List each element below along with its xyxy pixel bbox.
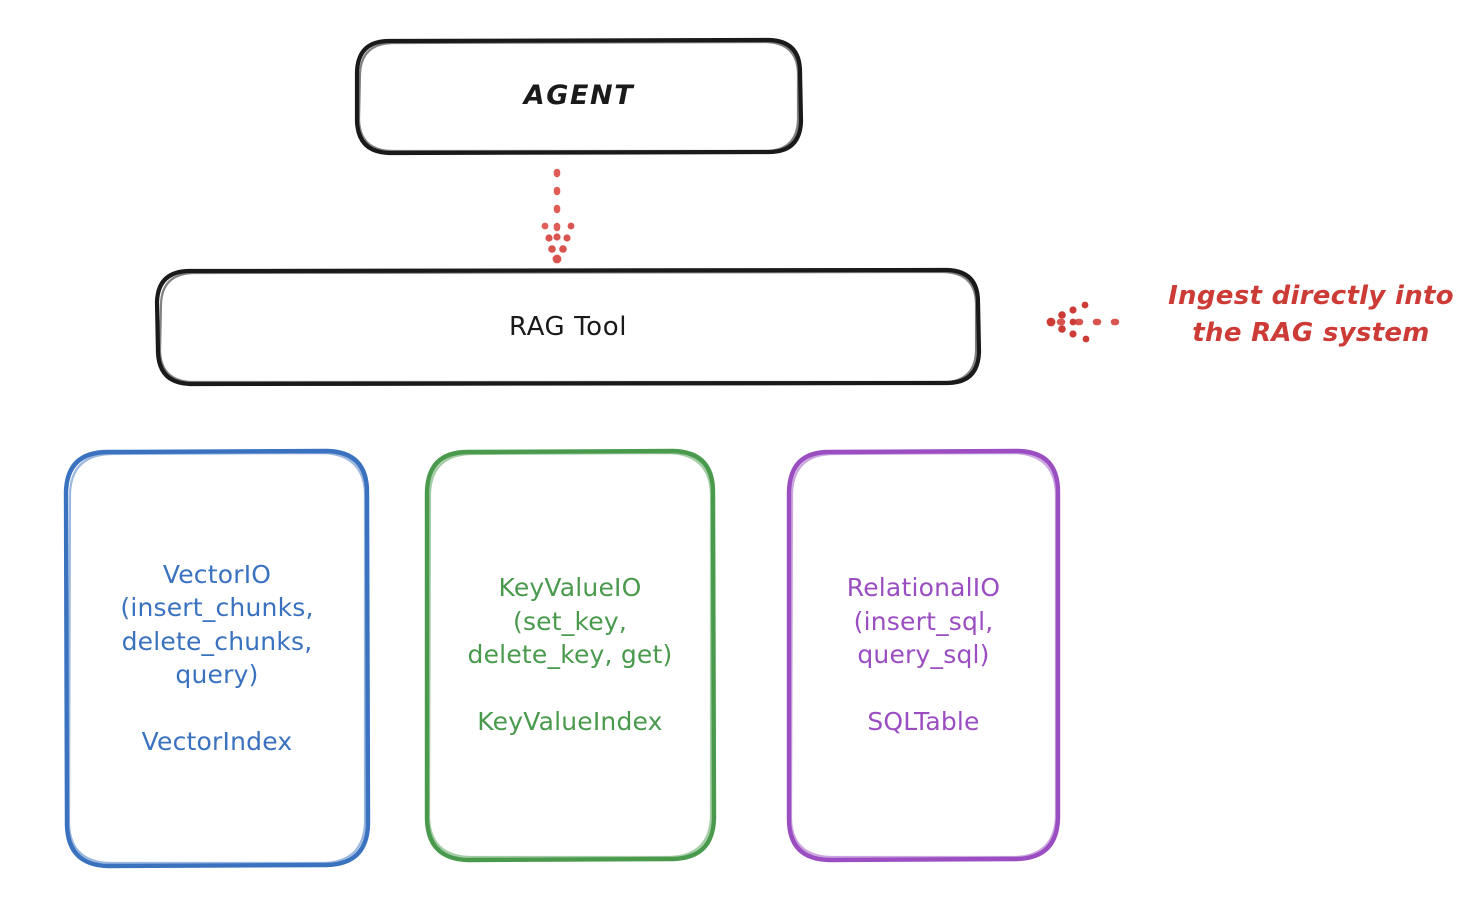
node-rag-tool-label: RAG Tool xyxy=(508,311,628,342)
ingest-to-rag-tool-connector xyxy=(1046,301,1135,343)
node-agent[interactable]: AGENT xyxy=(357,40,801,153)
agent-to-rag-tool-connector xyxy=(541,168,575,264)
node-vector-io-label: VectorIO (insert_chunks, delete_chunks, … xyxy=(120,559,314,757)
node-relational-io-label: RelationalIO (insert_sql, query_sql) SQL… xyxy=(846,573,1001,737)
node-key-value-io[interactable]: KeyValueIO (set_key, delete_key, get) Ke… xyxy=(427,450,713,860)
node-key-value-io-label: KeyValueIO (set_key, delete_key, get) Ke… xyxy=(467,573,673,737)
node-agent-label: AGENT xyxy=(523,80,635,112)
node-rag-tool[interactable]: RAG Tool xyxy=(157,270,979,384)
annotation-ingest: Ingest directly into the RAG system xyxy=(1168,281,1454,348)
node-relational-io[interactable]: RelationalIO (insert_sql, query_sql) SQL… xyxy=(789,450,1058,860)
node-vector-io[interactable]: VectorIO (insert_chunks, delete_chunks, … xyxy=(66,450,368,866)
